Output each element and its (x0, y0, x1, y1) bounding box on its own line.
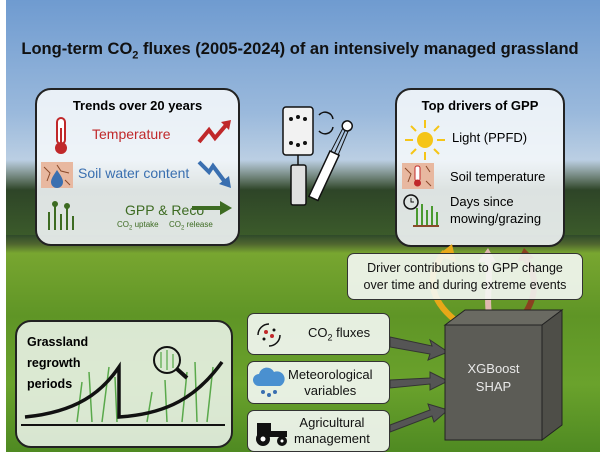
co2-cycle-icon (257, 323, 281, 347)
trend-gpp-reco-label: GPP & Reco (125, 202, 205, 218)
co2-release-label: CO2 release (169, 220, 213, 232)
co2-input-arrow (389, 336, 450, 361)
drivers-heading: Top drivers of GPP (421, 98, 539, 113)
driver-light: Light (PPFD) (452, 130, 528, 145)
down-trend-arrow-icon (197, 160, 231, 188)
input-co2-fluxes: CO2 fluxes (247, 313, 390, 355)
gpp-drivers-panel: Top drivers of GPP Light (PPFD) Soil tem… (395, 88, 565, 247)
clock-grass-icon (403, 194, 439, 227)
regrowth-curve-graphic (21, 346, 225, 426)
trends-panel: Trends over 20 years Temperature Soil wa… (35, 88, 240, 246)
driver-days-since-line1: Days since (450, 194, 514, 209)
tractor-icon (256, 423, 287, 446)
contributions-line1: Driver contributions to GPP change (367, 260, 563, 275)
soil-thermometer-icon (402, 163, 434, 189)
agri-input-arrow (389, 403, 450, 433)
meteo-input-arrow (389, 371, 450, 391)
dry-soil-icon (41, 162, 73, 188)
driver-days-since-line2: mowing/grazing (450, 211, 542, 226)
sun-icon (405, 120, 445, 160)
eddy-covariance-instrument-icon (282, 106, 353, 206)
rain-cloud-icon (253, 367, 285, 397)
magnifier-icon (153, 346, 189, 380)
trend-soil-water-label: Soil water content (78, 165, 190, 181)
flat-trend-arrow-icon (192, 201, 232, 215)
model-cube-front (444, 324, 543, 441)
co2-uptake-label: CO2 uptake (117, 220, 159, 232)
page-title: Long-term CO2 fluxes (2005-2024) of an i… (21, 40, 579, 62)
contributions-line2: over time and during extreme events (363, 277, 567, 292)
model-cube-side (541, 309, 563, 441)
driver-soil-temperature: Soil temperature (450, 169, 546, 184)
trends-heading: Trends over 20 years (72, 98, 203, 113)
thermometer-icon (55, 117, 67, 154)
driver-contributions-box: Driver contributions to GPP change over … (347, 253, 583, 300)
trend-temperature-label: Temperature (92, 126, 171, 142)
co2-fluxes-label: CO2 fluxes (308, 325, 371, 343)
up-trend-arrow-icon (197, 120, 231, 144)
grass-plants-icon (48, 201, 74, 230)
